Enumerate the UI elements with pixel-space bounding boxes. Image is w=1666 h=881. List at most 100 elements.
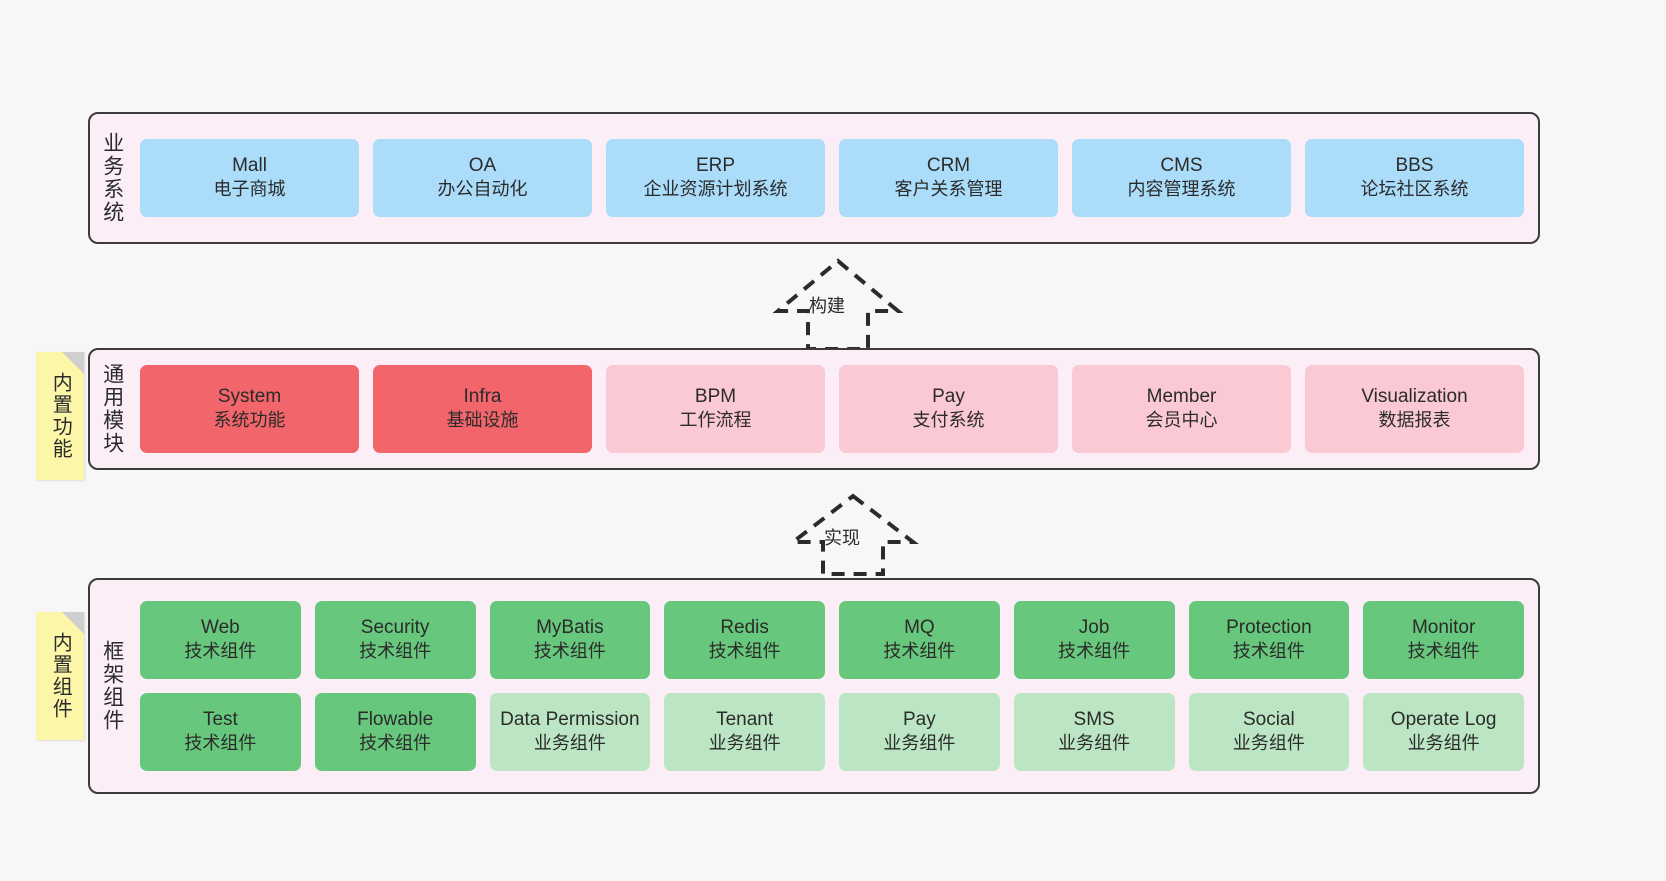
card-pay-component-name: Pay <box>903 709 936 731</box>
card-redis-name: Redis <box>720 617 769 639</box>
card-bpm-desc: 工作流程 <box>679 410 752 431</box>
card-cms-desc: 内容管理系统 <box>1127 179 1236 200</box>
card-test-desc: 技术组件 <box>184 733 257 754</box>
note-builtin-function-label: 内置功能 <box>49 372 72 460</box>
card-operate-log-desc: 业务组件 <box>1407 733 1480 754</box>
card-mybatis[interactable]: MyBatis 技术组件 <box>489 601 651 679</box>
note-builtin-component-label: 内置组件 <box>49 632 72 720</box>
card-oa[interactable]: OA 办公自动化 <box>373 139 592 217</box>
card-monitor-name: Monitor <box>1411 617 1476 639</box>
card-bpm[interactable]: BPM 工作流程 <box>606 365 825 453</box>
connector-implement-glyph <box>787 493 919 576</box>
card-security[interactable]: Security 技术组件 <box>314 601 476 679</box>
card-job[interactable]: Job 技术组件 <box>1013 601 1175 679</box>
card-protection-name: Protection <box>1226 617 1312 639</box>
note-builtin-component: 内置组件 <box>36 612 84 740</box>
card-social-name: Social <box>1243 709 1295 731</box>
card-bpm-name: BPM <box>694 386 737 408</box>
layer-framework-component: 框架组件 Web 技术组件 Security 技术组件 MyBatis 技术组件 <box>88 578 1540 794</box>
layer-common-module: 通用模块 System 系统功能 Infra 基础设施 BPM 工作流程 Pay… <box>88 348 1540 470</box>
card-pay-component[interactable]: Pay 业务组件 <box>839 693 1000 771</box>
card-flowable-desc: 技术组件 <box>359 733 432 754</box>
card-sms-name: SMS <box>1073 709 1115 731</box>
card-visualization[interactable]: Visualization 数据报表 <box>1305 365 1524 453</box>
card-system[interactable]: System 系统功能 <box>140 365 359 453</box>
card-web[interactable]: Web 技术组件 <box>140 601 301 679</box>
layer-common-module-body: System 系统功能 Infra 基础设施 BPM 工作流程 Pay 支付系统… <box>134 350 1538 468</box>
card-protection[interactable]: Protection 技术组件 <box>1188 601 1350 679</box>
card-cms-name: CMS <box>1160 155 1203 177</box>
card-tenant-desc: 业务组件 <box>708 733 781 754</box>
card-infra-desc: 基础设施 <box>446 410 519 431</box>
card-mybatis-desc: 技术组件 <box>533 641 606 662</box>
card-member-name: Member <box>1146 386 1217 408</box>
card-erp-desc: 企业资源计划系统 <box>643 179 788 200</box>
card-crm[interactable]: CRM 客户关系管理 <box>839 139 1058 217</box>
card-mall-name: Mall <box>232 155 267 177</box>
card-mq[interactable]: MQ 技术组件 <box>839 601 1000 679</box>
card-social-desc: 业务组件 <box>1232 733 1305 754</box>
framework-row-1: Web 技术组件 Security 技术组件 MyBatis 技术组件 Redi… <box>140 601 1524 679</box>
card-mall-desc: 电子商城 <box>213 179 286 200</box>
card-web-desc: 技术组件 <box>184 641 257 662</box>
card-pay-module[interactable]: Pay 支付系统 <box>839 365 1058 453</box>
card-pay-component-desc: 业务组件 <box>883 733 956 754</box>
framework-card-grid: Web 技术组件 Security 技术组件 MyBatis 技术组件 Redi… <box>140 601 1524 771</box>
layer-business-system: 业务系统 Mall 电子商城 OA 办公自动化 ERP 企业资源计划系统 CRM… <box>88 112 1540 244</box>
card-operate-log[interactable]: Operate Log 业务组件 <box>1363 693 1524 771</box>
card-social[interactable]: Social 业务组件 <box>1188 693 1350 771</box>
connector-implement-label: 实现 <box>824 528 860 548</box>
card-pay-module-desc: 支付系统 <box>912 410 985 431</box>
card-member[interactable]: Member 会员中心 <box>1072 365 1291 453</box>
card-job-desc: 技术组件 <box>1058 641 1131 662</box>
card-data-permission-name: Data Permission <box>500 709 640 731</box>
card-cms[interactable]: CMS 内容管理系统 <box>1072 139 1291 217</box>
card-job-name: Job <box>1078 617 1110 639</box>
card-infra[interactable]: Infra 基础设施 <box>373 365 592 453</box>
card-bbs-name: BBS <box>1395 155 1434 177</box>
connector-build-label: 构建 <box>809 296 845 316</box>
card-data-permission-desc: 业务组件 <box>533 733 606 754</box>
card-visualization-desc: 数据报表 <box>1378 410 1451 431</box>
card-bbs-desc: 论坛社区系统 <box>1360 179 1469 200</box>
card-mq-desc: 技术组件 <box>883 641 956 662</box>
card-test-name: Test <box>202 709 238 731</box>
card-security-desc: 技术组件 <box>359 641 432 662</box>
note-fold-corner-icon <box>62 612 84 634</box>
note-fold-corner-icon <box>62 352 84 374</box>
common-card-row: System 系统功能 Infra 基础设施 BPM 工作流程 Pay 支付系统… <box>140 365 1524 453</box>
card-oa-name: OA <box>468 155 497 177</box>
card-tenant[interactable]: Tenant 业务组件 <box>664 693 825 771</box>
card-system-name: System <box>217 386 282 408</box>
card-crm-desc: 客户关系管理 <box>894 179 1003 200</box>
card-mybatis-name: MyBatis <box>536 617 604 639</box>
card-member-desc: 会员中心 <box>1145 410 1218 431</box>
card-mq-name: MQ <box>904 617 935 639</box>
card-oa-desc: 办公自动化 <box>437 179 528 200</box>
card-mall[interactable]: Mall 电子商城 <box>140 139 359 217</box>
card-flowable[interactable]: Flowable 技术组件 <box>314 693 476 771</box>
card-tenant-name: Tenant <box>716 709 774 731</box>
card-sms-desc: 业务组件 <box>1058 733 1131 754</box>
card-pay-module-name: Pay <box>932 386 965 408</box>
card-system-desc: 系统功能 <box>213 410 286 431</box>
card-web-name: Web <box>201 617 240 639</box>
card-bbs[interactable]: BBS 论坛社区系统 <box>1305 139 1524 217</box>
card-sms[interactable]: SMS 业务组件 <box>1013 693 1175 771</box>
card-erp-name: ERP <box>695 155 736 177</box>
business-card-row: Mall 电子商城 OA 办公自动化 ERP 企业资源计划系统 CRM 客户关系… <box>140 139 1524 217</box>
card-test[interactable]: Test 技术组件 <box>140 693 301 771</box>
connector-implement <box>770 490 930 576</box>
framework-row-2: Test 技术组件 Flowable 技术组件 Data Permission … <box>140 693 1524 771</box>
card-infra-name: Infra <box>463 386 502 408</box>
card-operate-log-name: Operate Log <box>1390 709 1497 731</box>
note-builtin-function: 内置功能 <box>36 352 84 480</box>
card-redis[interactable]: Redis 技术组件 <box>664 601 825 679</box>
card-erp[interactable]: ERP 企业资源计划系统 <box>606 139 825 217</box>
card-monitor[interactable]: Monitor 技术组件 <box>1363 601 1524 679</box>
layer-framework-component-title: 框架组件 <box>100 640 124 732</box>
card-crm-name: CRM <box>926 155 971 177</box>
card-monitor-desc: 技术组件 <box>1407 641 1480 662</box>
card-data-permission[interactable]: Data Permission 业务组件 <box>489 693 651 771</box>
